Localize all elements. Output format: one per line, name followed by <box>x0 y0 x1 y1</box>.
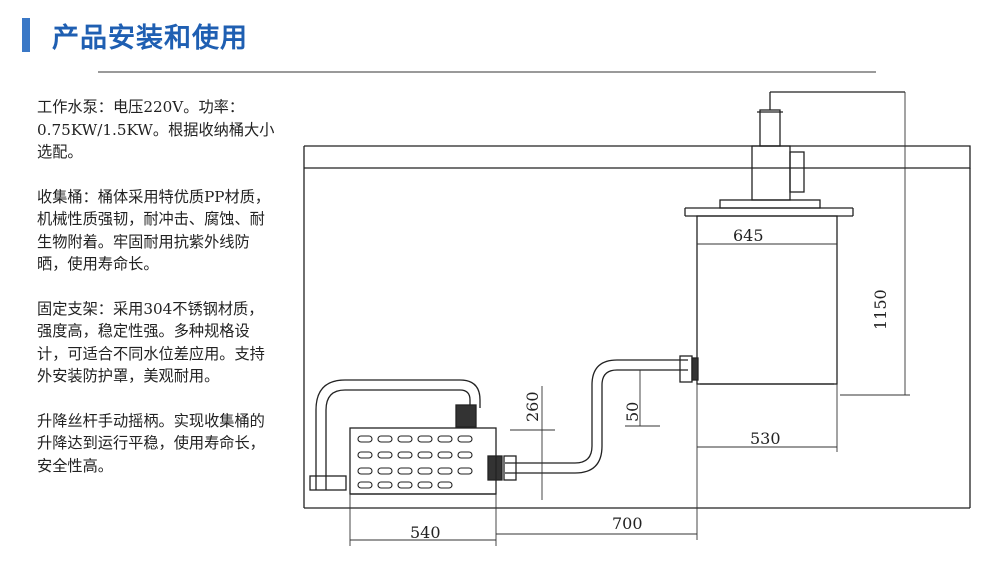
dim-pump-width: 540 <box>410 523 441 542</box>
title-divider <box>98 71 876 73</box>
dim-spacing: 700 <box>612 514 643 533</box>
pool-top-frame <box>304 145 971 169</box>
dim-pump-height: 260 <box>523 391 542 422</box>
installation-diagram: 645 1150 530 50 260 540 700 <box>303 91 971 546</box>
dim-pipe-offset: 50 <box>623 402 642 422</box>
lifting-screw-frame <box>751 145 791 201</box>
bracket-description: 固定支架：采用304不锈钢材质，强度高，稳定性强。多种规格设计，可适合不同水位差… <box>37 299 265 386</box>
pump-vents <box>357 435 473 489</box>
pump-description: 工作水泵：电压220V。功率：0.75KW/1.5KW。根据收纳桶大小选配。 <box>37 98 275 161</box>
bucket-description: 收集桶：桶体采用特优质PP材质，机械性质强韧，耐冲击、腐蚀、耐生物附着。牢固耐用… <box>37 187 271 274</box>
dim-tank-height: 1150 <box>871 289 890 330</box>
dim-tank-bottom: 530 <box>750 429 781 448</box>
title-accent-bar <box>22 18 30 52</box>
crank-description: 升降丝杆手动摇柄。实现收集桶的升降达到运行平稳，使用寿命长，安全性高。 <box>37 411 265 475</box>
dim-tank-width: 645 <box>733 226 764 245</box>
outlet-pipe <box>505 359 688 474</box>
page-title: 产品安装和使用 <box>52 23 248 54</box>
description-text: 工作水泵：电压220V。功率：0.75KW/1.5KW。根据收纳桶大小选配。 收… <box>37 96 277 499</box>
pump-hose <box>315 379 481 490</box>
collection-tank <box>696 215 838 385</box>
